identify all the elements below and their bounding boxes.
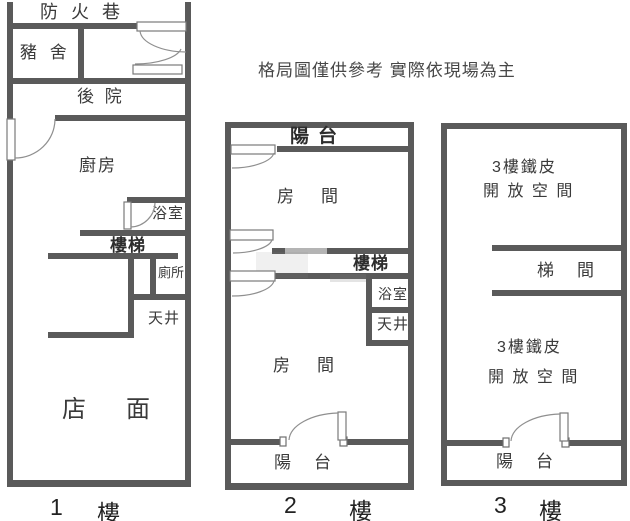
floor2-balcony-top-wall	[277, 146, 414, 152]
floor1-stairs-bottom-wall	[48, 253, 178, 259]
door-arc	[14, 118, 56, 159]
room-label-fire-lane: 防 火 巷	[40, 2, 125, 22]
room-label-kitchen: 廚房	[79, 156, 117, 175]
floor1-pigshed-bottom-wall	[7, 78, 191, 84]
room-label-balcony-bottom-f2: 陽 台	[274, 453, 334, 472]
floor1-stairs-top-wall	[80, 230, 191, 236]
room-label-bathroom-f2: 浴室	[378, 286, 408, 302]
door-arc	[232, 239, 273, 254]
room-label-light-well-f2: 天井	[377, 316, 410, 333]
door-panel	[559, 412, 569, 442]
floor3-bottom-wall	[441, 480, 627, 486]
room-label-storefront: 店 面	[62, 396, 158, 423]
room-label-room-lower-f2: 房 間	[273, 356, 339, 375]
room-label-stairs-f2: 樓梯	[353, 254, 389, 273]
floor3-stairhall-top-wall	[492, 245, 627, 251]
floor2-left-wall	[225, 122, 231, 490]
floor2-right-wall	[408, 122, 414, 490]
floor1-backyard-bottom-wall	[55, 115, 191, 121]
door-panel	[132, 64, 183, 75]
room-label-pig-shed: 豬 舍	[20, 43, 71, 62]
floor2-top-wall	[225, 122, 414, 128]
room-label-balcony-top-f2: 陽台	[290, 126, 347, 147]
disclaimer-text: 格局圖僅供參考 實際依現場為主	[258, 61, 516, 80]
floor1-number: 1	[50, 494, 63, 520]
floor3-balcony-wall-right	[566, 440, 627, 446]
area-label-open-lower-1: 3樓鐵皮	[497, 339, 562, 356]
floor2-balcony-wall-left	[225, 439, 282, 445]
floor1-toilet-bottom-wall	[134, 294, 191, 300]
area-label-open-lower-2: 開 放 空 間	[488, 369, 580, 386]
floor1-alcove-bottom-wall	[48, 332, 134, 338]
door-panel	[229, 229, 274, 241]
floor1-pigshed-right-wall	[78, 23, 84, 84]
floor1-firelane-wall	[7, 23, 137, 29]
floor3-left-wall	[441, 123, 447, 486]
room-label-bathroom-f1: 浴室	[152, 205, 185, 222]
floor2-corridor-bottom-wall	[275, 273, 414, 279]
floor1-alcove-right-wall	[128, 253, 134, 338]
floor1-left-wall	[7, 2, 13, 487]
room-label-balcony-f3: 陽 台	[496, 452, 556, 471]
floor1-right-wall	[185, 2, 191, 487]
door-arc	[231, 152, 275, 169]
floor3-balcony-wall-left	[441, 440, 508, 446]
floor3-top-wall	[441, 123, 627, 129]
door-panel	[123, 201, 132, 230]
floor1-toilet-left-wall	[150, 259, 156, 300]
door-panel	[229, 270, 276, 282]
floor2-number: 2	[284, 492, 297, 518]
room-label-toilet: 廁所	[158, 265, 185, 280]
floor1-bathroom-top-wall	[127, 197, 191, 203]
room-label-light-well-f1: 天井	[148, 310, 181, 327]
door-panel	[230, 144, 276, 155]
floor2-bottom-wall	[225, 483, 414, 490]
floor2-word: 樓	[349, 498, 372, 521]
door-panel	[337, 411, 347, 441]
area-label-open-upper-1: 3樓鐵皮	[492, 159, 557, 176]
floor3-stairhall-bottom-wall	[492, 290, 627, 296]
floor2-bathroom-bottom-wall	[366, 307, 414, 313]
door-arc	[139, 30, 187, 53]
door-arc	[510, 413, 561, 442]
floor2-balcony-wall-right	[346, 439, 414, 445]
area-label-open-upper-2: 開 放 空 間	[483, 183, 575, 200]
door-arc	[134, 48, 182, 65]
floor2-corridor-top-wall	[272, 248, 414, 254]
floor3-number: 3	[494, 492, 507, 518]
door-arc	[231, 280, 275, 297]
floor1-word: 樓	[97, 500, 120, 521]
room-label-stair-hall: 梯 間	[537, 261, 597, 280]
room-label-backyard: 後 院	[77, 87, 125, 106]
floor3-right-wall	[621, 123, 627, 486]
floor2-lightwell-bottom-wall	[366, 340, 414, 346]
floor3-word: 樓	[539, 498, 562, 521]
door-panel	[136, 21, 187, 32]
floor1-bottom-wall	[7, 480, 191, 487]
room-label-room-upper-f2: 房 間	[277, 187, 343, 206]
room-label-stairs-f1: 樓梯	[110, 236, 146, 255]
door-arc	[288, 412, 339, 441]
